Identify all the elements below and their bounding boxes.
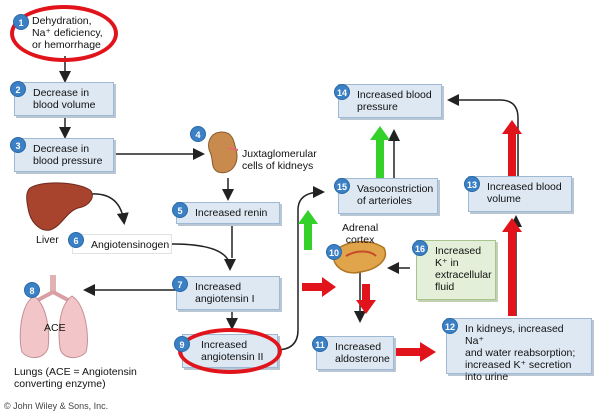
copyright-notice: © John Wiley & Sons, Inc. [4, 401, 109, 411]
step-14-box: Increased blood pressure [338, 84, 442, 118]
step-2-badge: 2 [10, 81, 26, 97]
step-4-text: Juxtaglomerular cells of kidneys [242, 148, 317, 172]
step-11-badge: 11 [312, 336, 328, 352]
step-7-box: Increased angiotensin I [176, 276, 280, 310]
step-8-badge: 8 [24, 282, 40, 298]
step-4-badge: 4 [190, 126, 206, 142]
step-11-box: Increased aldosterone [316, 336, 394, 370]
step-10-badge: 10 [326, 244, 342, 260]
adrenal-cortex-label: Adrenal cortex [342, 222, 379, 246]
step-3-box: Decrease in blood pressure [14, 138, 114, 172]
step-5-badge: 5 [172, 202, 188, 218]
liver-label: Liver [36, 234, 59, 246]
step-14-badge: 14 [334, 84, 350, 100]
step-16-badge: 16 [412, 240, 428, 256]
step-5-box: Increased renin [176, 202, 280, 224]
highlight-ring-step-9 [178, 328, 282, 374]
step-7-badge: 7 [172, 276, 188, 292]
step-9-badge: 9 [174, 336, 190, 352]
step-1-badge: 1 [13, 14, 29, 30]
lungs-illustration [19, 275, 88, 358]
highlight-ring-step-1 [10, 5, 118, 62]
step-13-badge: 13 [464, 176, 480, 192]
red-arrows [302, 120, 522, 362]
step-15-box: Vasoconstriction of arterioles [338, 178, 438, 214]
adrenal-gland-illustration [332, 240, 387, 274]
step-1-text: Dehydration, Na⁺ deficiency, or hemorrha… [32, 15, 103, 51]
step-12-badge: 12 [442, 318, 458, 334]
step-16-box: Increased K⁺ in extracellular fluid [416, 240, 496, 300]
step-6-badge: 6 [68, 232, 84, 248]
step-6-box: Angiotensinogen [72, 234, 172, 254]
ace-label: ACE [44, 322, 66, 334]
kidney-illustration [208, 131, 239, 174]
step-13-box: Increased blood volume [468, 176, 572, 212]
step-12-box: In kidneys, increased Na⁺ and water reab… [446, 318, 592, 383]
step-3-badge: 3 [10, 137, 26, 153]
green-arrows [298, 126, 390, 250]
lungs-caption: Lungs (ACE = Angiotensin converting enzy… [14, 366, 137, 390]
step-2-box: Decrease in blood volume [14, 82, 114, 116]
liver-illustration [26, 182, 93, 231]
step-15-badge: 15 [334, 178, 350, 194]
